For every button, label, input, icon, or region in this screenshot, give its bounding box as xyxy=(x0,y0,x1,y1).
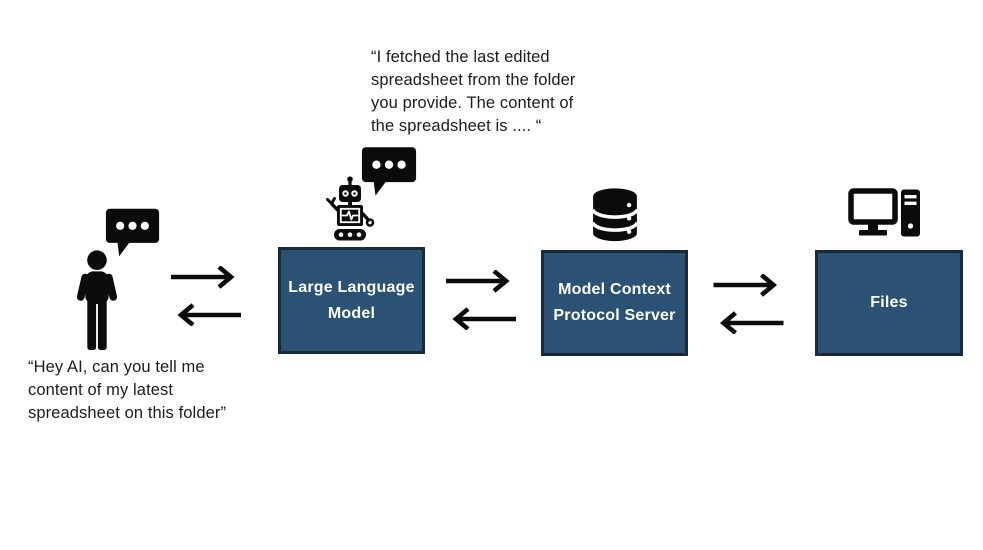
quote-line: “I fetched the last edited xyxy=(371,48,550,66)
robot-icon xyxy=(324,176,376,241)
swap-arrows-icon xyxy=(711,274,786,334)
node-large-language-model: Large Language Model xyxy=(278,247,425,354)
node-label-line: Large Language xyxy=(288,278,415,296)
speech-bubble-icon xyxy=(104,206,161,257)
node-label-line: Model Context xyxy=(558,281,671,298)
speech-bubble-icon xyxy=(360,145,418,196)
quote-line: “Hey AI, can you tell me xyxy=(28,358,205,376)
quote-line: content of my latest xyxy=(28,381,174,399)
database-icon xyxy=(591,186,639,244)
node-label: Large Language Model xyxy=(288,275,414,327)
computer-desktop-icon xyxy=(847,188,923,240)
node-label: Model Context Protocol Server xyxy=(553,277,675,329)
node-model-context-protocol-server: Model Context Protocol Server xyxy=(541,250,688,356)
llm-response-quote: “I fetched the last edited spreadsheet f… xyxy=(371,46,631,138)
swap-arrows-icon xyxy=(444,270,518,330)
quote-line: spreadsheet on this folder” xyxy=(28,404,227,422)
quote-line: spreadsheet from the folder xyxy=(371,71,576,89)
user-request-quote: “Hey AI, can you tell me content of my l… xyxy=(28,356,278,425)
node-files: Files xyxy=(815,250,963,356)
swap-arrows-icon xyxy=(169,266,243,326)
node-label-line: Model xyxy=(327,304,376,322)
node-label: Files xyxy=(870,290,907,316)
node-label-line: Files xyxy=(870,294,908,311)
person-icon xyxy=(71,250,123,352)
quote-line: you provide. The content of xyxy=(371,94,574,112)
quote-line: the spreadsheet is .... “ xyxy=(371,117,542,135)
node-label-line: Protocol Server xyxy=(553,307,676,324)
